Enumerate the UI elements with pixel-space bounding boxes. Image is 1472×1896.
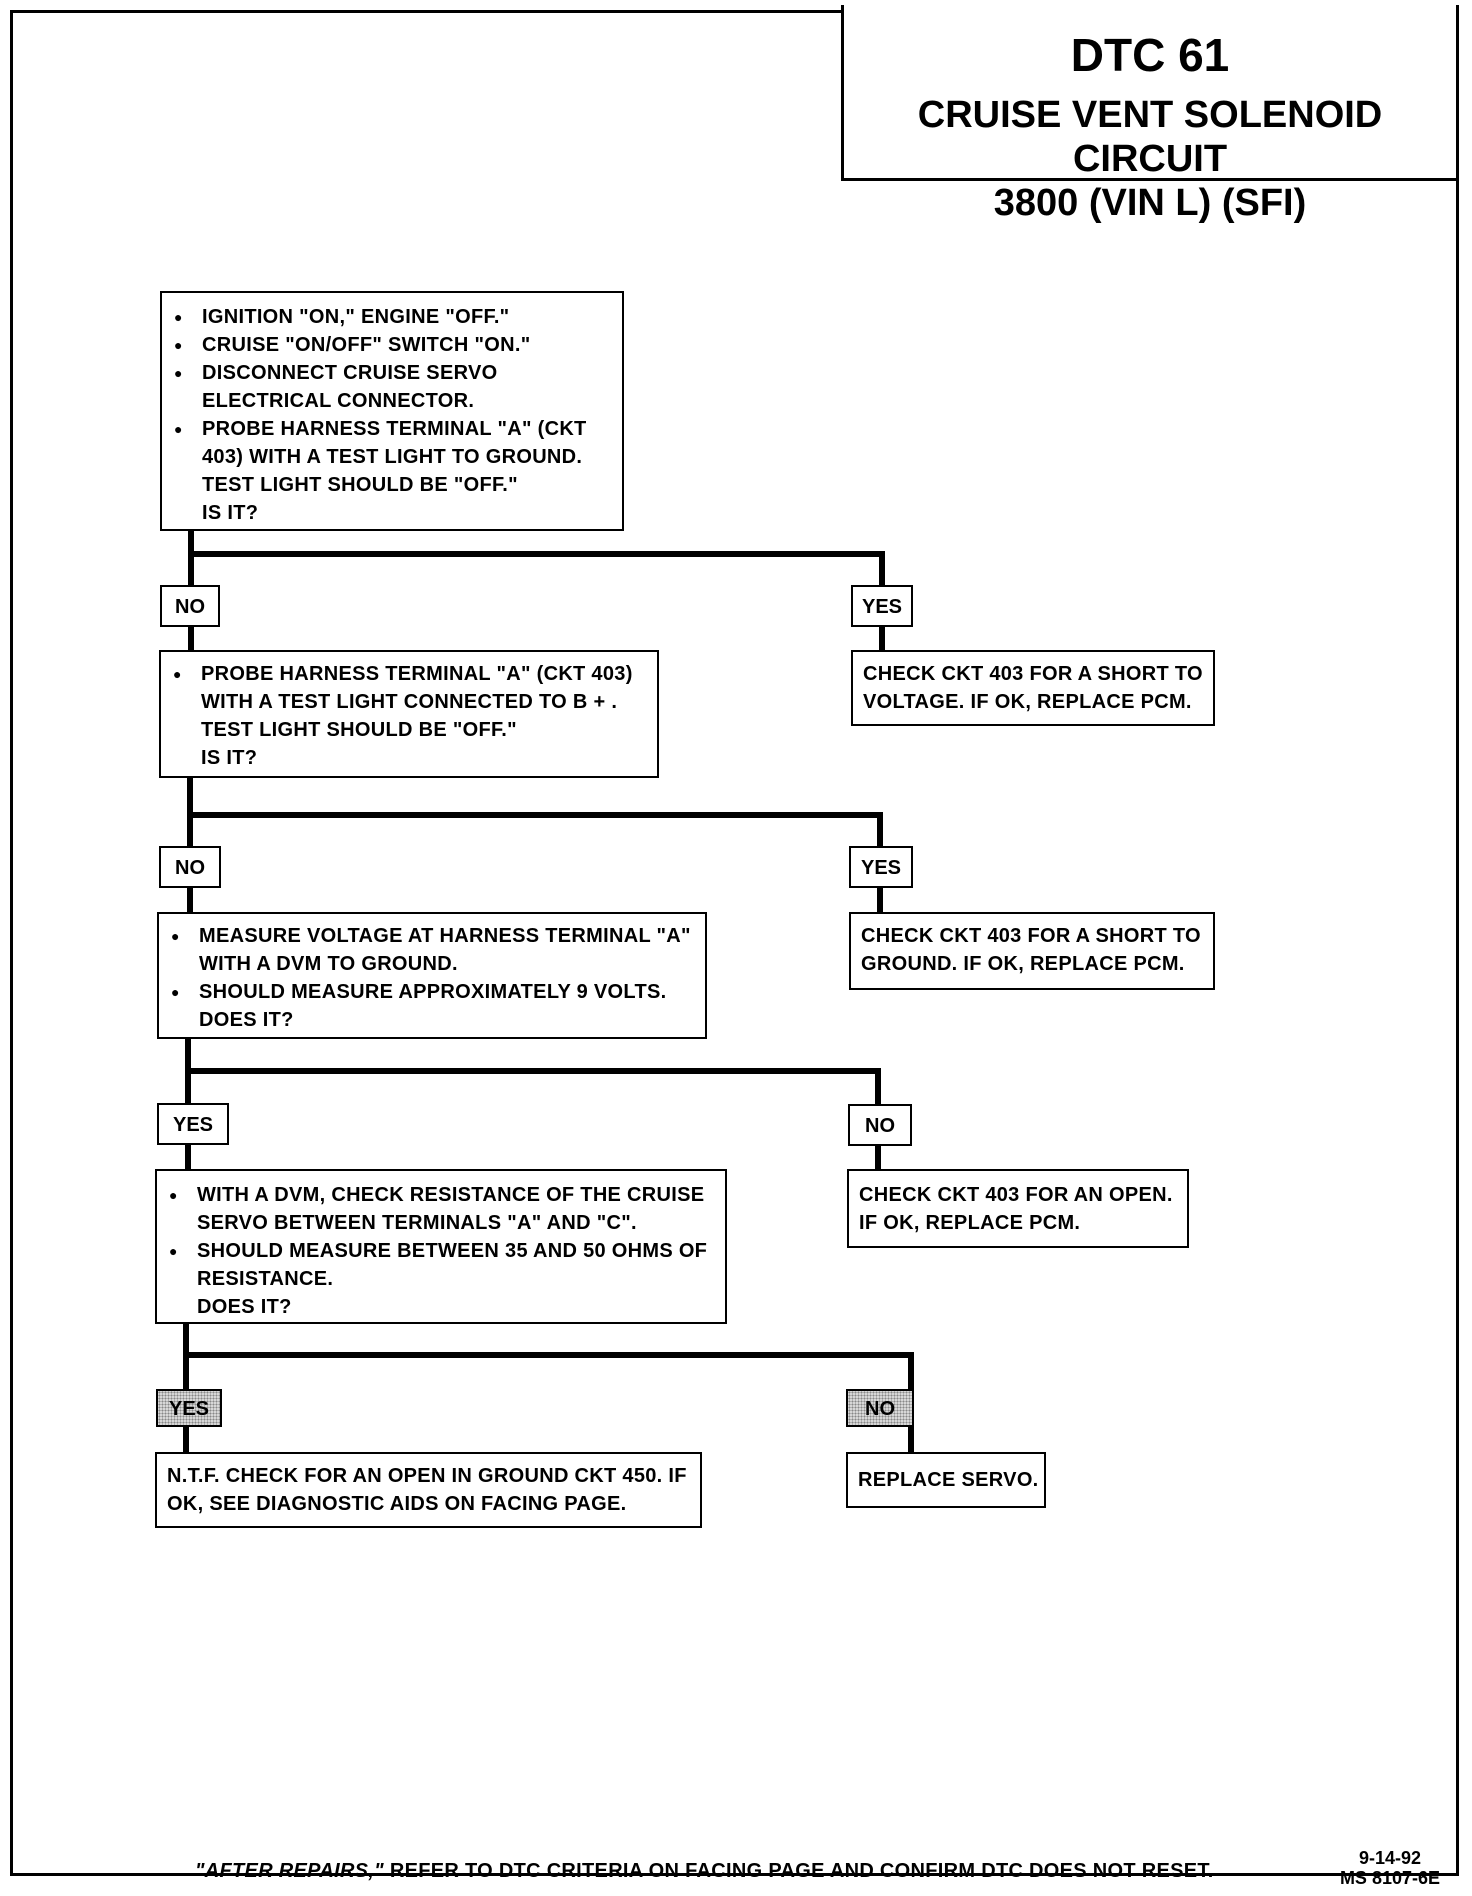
step3-question: DOES IT? <box>199 1009 294 1031</box>
step3-bullet: SHOULD MEASURE APPROXIMATELY 9 VOLTS. <box>159 978 705 1006</box>
footer-note: "AFTER REPAIRS," REFER TO DTC CRITERIA O… <box>195 1860 1214 1883</box>
step1-result-box: CHECK CKT 403 FOR A SHORT TO VOLTAGE. IF… <box>851 650 1215 726</box>
step1-yes-label: YES <box>851 585 913 627</box>
connector-line <box>877 886 883 912</box>
connector-line <box>185 1068 881 1074</box>
step1-bullet: IGNITION "ON," ENGINE "OFF." <box>162 303 622 331</box>
step2-box: PROBE HARNESS TERMINAL "A" (CKT 403) WIT… <box>159 650 659 778</box>
document-date: 9-14-92 <box>1358 1848 1421 1868</box>
step3-no-label: NO <box>848 1104 912 1146</box>
page-frame <box>10 10 1459 1876</box>
step1-bullet: CRUISE "ON/OFF" SWITCH "ON." <box>162 331 622 359</box>
dtc-code: DTC 61 <box>1070 29 1230 81</box>
connector-line <box>908 1352 914 1390</box>
step3-box: MEASURE VOLTAGE AT HARNESS TERMINAL "A" … <box>157 912 707 1039</box>
connector-line <box>908 1423 914 1453</box>
connector-line <box>185 1143 191 1169</box>
step2-no-label: NO <box>159 846 221 888</box>
step4-no-result-box: REPLACE SERVO. <box>846 1452 1046 1508</box>
step4-yes-result-box: N.T.F. CHECK FOR AN OPEN IN GROUND CKT 4… <box>155 1452 702 1528</box>
connector-line <box>875 1068 881 1110</box>
connector-line <box>875 1143 881 1169</box>
step1-bullet: DISCONNECT CRUISE SERVO ELECTRICAL CONNE… <box>162 359 622 415</box>
footer-note-italic: "AFTER REPAIRS," <box>195 1860 384 1882</box>
step4-box: WITH A DVM, CHECK RESISTANCE OF THE CRUI… <box>155 1169 727 1324</box>
connector-line <box>188 551 885 557</box>
page-title: CRUISE VENT SOLENOID CIRCUIT <box>917 94 1383 180</box>
connector-line <box>183 1352 914 1358</box>
step4-yes-label: YES <box>156 1389 222 1427</box>
step1-no-label: NO <box>160 585 220 627</box>
document-number: MS 8107-6E <box>1339 1868 1440 1888</box>
step4-no-label: NO <box>846 1389 914 1427</box>
title-block: DTC 61 CRUISE VENT SOLENOID CIRCUIT 3800… <box>841 5 1459 224</box>
connector-line <box>187 886 193 912</box>
step4-question: DOES IT? <box>197 1296 292 1318</box>
step1-question: IS IT? <box>202 502 259 524</box>
step2-yes-label: YES <box>849 846 913 888</box>
page-subtitle: 3800 (VIN L) (SFI) <box>993 182 1307 224</box>
step3-yes-label: YES <box>157 1103 229 1145</box>
step3-result-box: CHECK CKT 403 FOR AN OPEN. IF OK, REPLAC… <box>847 1169 1189 1248</box>
footer-note-text: REFER TO DTC CRITERIA ON FACING PAGE AND… <box>383 1860 1214 1882</box>
connector-line <box>187 812 883 818</box>
document-code: 9-14-92 MS 8107-6E <box>1340 1848 1440 1888</box>
connector-line <box>879 551 885 591</box>
step3-bullet: MEASURE VOLTAGE AT HARNESS TERMINAL "A" … <box>159 922 705 978</box>
step2-bullet: PROBE HARNESS TERMINAL "A" (CKT 403) WIT… <box>161 660 657 744</box>
step1-bullet: PROBE HARNESS TERMINAL "A" (CKT 403) WIT… <box>162 415 622 499</box>
step2-question: IS IT? <box>201 747 258 769</box>
connector-line <box>188 625 194 651</box>
connector-line <box>183 1423 189 1453</box>
connector-line <box>879 625 885 651</box>
step2-result-box: CHECK CKT 403 FOR A SHORT TO GROUND. IF … <box>849 912 1215 990</box>
connector-line <box>188 530 194 592</box>
step4-bullet: WITH A DVM, CHECK RESISTANCE OF THE CRUI… <box>157 1181 725 1237</box>
step4-bullet: SHOULD MEASURE BETWEEN 35 AND 50 OHMS OF… <box>157 1237 725 1293</box>
step1-box: IGNITION "ON," ENGINE "OFF." CRUISE "ON/… <box>160 291 624 531</box>
connector-line <box>877 812 883 852</box>
